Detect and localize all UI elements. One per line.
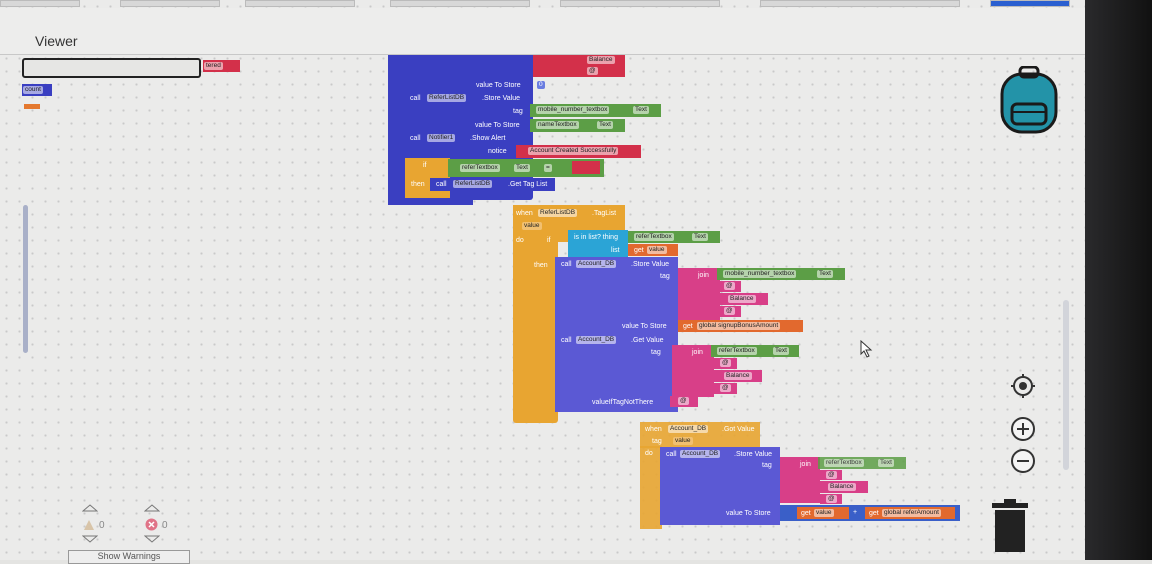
show-warnings-button[interactable]: Show Warnings	[68, 550, 190, 564]
viewer-header: Viewer	[0, 8, 1085, 55]
count-block[interactable]: count	[22, 84, 52, 96]
component-dropdown[interactable]: Account_DB	[576, 336, 617, 344]
param-value[interactable]: value	[673, 437, 693, 445]
text-block[interactable]: Balance	[718, 293, 768, 305]
error-prev-arrow-icon[interactable]	[144, 504, 160, 512]
join-block[interactable]: join	[678, 268, 720, 320]
zoom-in-icon[interactable]	[1010, 416, 1036, 442]
tab[interactable]	[0, 0, 80, 7]
tab-active[interactable]	[990, 0, 1070, 7]
component-dropdown[interactable]: ReferListDB	[427, 94, 467, 102]
right-scrollbar[interactable]	[1063, 300, 1069, 470]
warning-prev-arrow-icon[interactable]	[82, 504, 98, 512]
tab[interactable]	[560, 0, 720, 7]
text-block[interactable]: @	[714, 383, 737, 394]
store-get-value-blocks[interactable]	[555, 257, 678, 412]
collapsed-block-outline[interactable]	[22, 58, 201, 78]
param-value[interactable]: value	[522, 222, 542, 230]
component-dropdown[interactable]: Notifier1	[427, 134, 456, 142]
backpack-icon[interactable]	[998, 66, 1060, 134]
block-fragment[interactable]	[24, 104, 40, 109]
zoom-out-icon[interactable]	[1010, 448, 1036, 474]
join-block[interactable]: join	[780, 457, 820, 503]
tab[interactable]	[390, 0, 530, 7]
text-block[interactable]: tered	[203, 60, 240, 72]
warning-next-arrow-icon[interactable]	[82, 535, 98, 543]
tab[interactable]	[760, 0, 960, 7]
error-count: 0	[162, 520, 168, 531]
text-block[interactable]: @	[714, 358, 737, 369]
text-block[interactable]: @	[820, 494, 842, 504]
warnings-panel: 0 0 Show Warnings	[68, 500, 190, 564]
component-dropdown[interactable]: Account_DB	[680, 450, 721, 458]
warning-count: 0	[99, 520, 105, 531]
event-block[interactable]	[513, 240, 558, 423]
warning-icon	[84, 520, 94, 530]
text-block[interactable]: Balance	[820, 481, 868, 493]
text-block[interactable]: @	[820, 470, 842, 480]
vertical-scrollbar[interactable]	[23, 205, 28, 353]
join-block[interactable]: join	[672, 345, 714, 397]
component-dropdown[interactable]: Account_DB	[576, 260, 617, 268]
text-block[interactable]: @	[670, 396, 698, 407]
mouse-cursor-icon	[860, 340, 873, 358]
viewer-title: Viewer	[35, 33, 78, 49]
text-block[interactable]: Balance	[714, 370, 762, 382]
text-block[interactable]: @	[718, 281, 741, 292]
event-block[interactable]	[640, 446, 662, 529]
center-target-icon[interactable]	[1011, 374, 1035, 398]
number-block[interactable]: 0	[537, 81, 545, 89]
component-dropdown[interactable]: Account_DB	[668, 425, 709, 433]
tab[interactable]	[245, 0, 355, 7]
error-icon	[145, 518, 158, 531]
tab[interactable]	[120, 0, 220, 7]
store-value-block[interactable]	[660, 447, 780, 525]
screen-bezel	[1085, 0, 1152, 560]
trash-icon[interactable]	[990, 498, 1030, 554]
text-block[interactable]: @	[718, 306, 741, 317]
component-dropdown[interactable]: ReferListDB	[538, 209, 578, 217]
error-next-arrow-icon[interactable]	[144, 535, 160, 543]
empty-text	[572, 161, 600, 174]
block-bottom	[388, 195, 473, 205]
text-block[interactable]: Account Created Successfully	[516, 145, 641, 158]
